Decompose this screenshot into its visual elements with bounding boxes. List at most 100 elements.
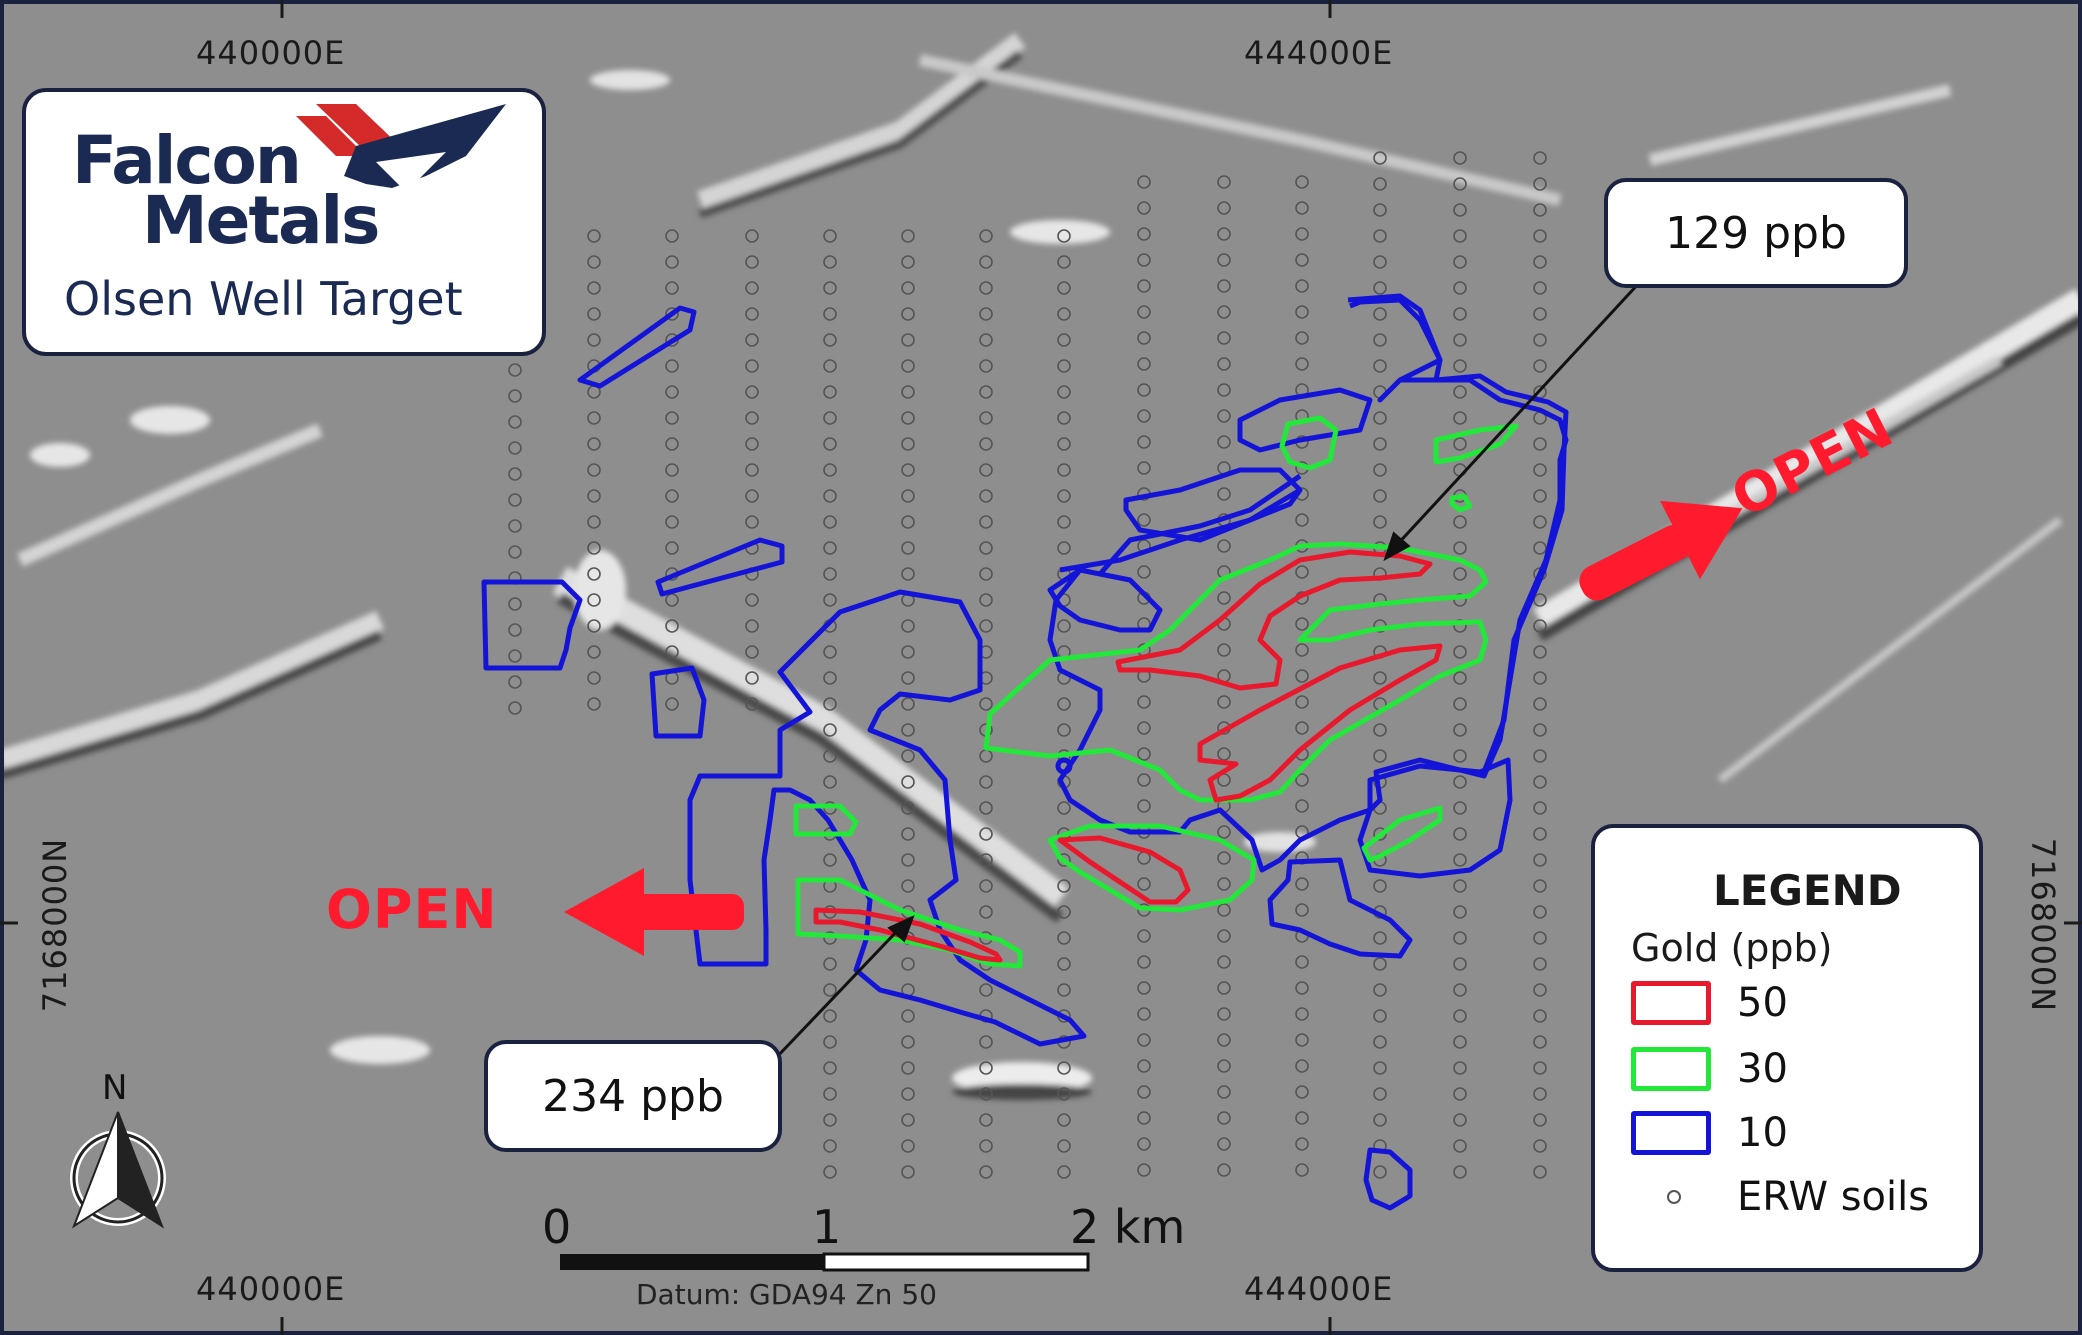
soil-sample-point	[1533, 853, 1547, 867]
soil-sample-point	[665, 255, 679, 269]
soil-sample-point	[1533, 749, 1547, 763]
legend-panel: LEGEND Gold (ppb) 50 30 10 ERW soils	[1591, 824, 1983, 1272]
soil-sample-point	[1137, 331, 1151, 345]
soil-sample-point	[508, 675, 522, 689]
soil-sample-point	[979, 1061, 993, 1075]
soil-sample-point	[1057, 957, 1071, 971]
soil-sample-point	[1533, 1165, 1547, 1179]
soil-sample-point	[1453, 1113, 1467, 1127]
legend-label-30: 30	[1737, 1046, 1788, 1092]
soil-sample-point	[745, 671, 759, 685]
soil-sample-point	[587, 281, 601, 295]
soil-sample-point	[901, 1061, 915, 1075]
soil-sample-point	[587, 437, 601, 451]
soil-sample-point	[1533, 931, 1547, 945]
soil-sample-point	[1057, 515, 1071, 529]
soil-sample-point	[1217, 747, 1231, 761]
legend-label-soils: ERW soils	[1737, 1174, 1930, 1220]
soil-sample-point	[901, 853, 915, 867]
soil-sample-point	[823, 411, 837, 425]
soil-sample-point	[1533, 775, 1547, 789]
soil-sample-point	[1137, 1059, 1151, 1073]
soil-sample-point	[1453, 983, 1467, 997]
soil-sample-point	[1295, 903, 1309, 917]
soil-sample-point	[1217, 825, 1231, 839]
soil-sample-point	[823, 359, 837, 373]
soil-sample-point	[979, 1035, 993, 1049]
soil-sample-point	[979, 385, 993, 399]
contour-30-b	[1433, 423, 1519, 465]
soil-sample-point	[1295, 1059, 1309, 1073]
soil-sample-point	[1217, 175, 1231, 189]
scale-tick-1: 1	[812, 1200, 842, 1254]
soil-sample-point	[587, 567, 601, 581]
soil-sample-point	[1137, 175, 1151, 189]
soil-sample-point	[1453, 203, 1467, 217]
northing-label-left: 7168000N	[36, 837, 75, 1013]
soil-sample-point	[1373, 333, 1387, 347]
soil-sample-point	[1533, 463, 1547, 477]
soil-sample-point	[665, 645, 679, 659]
soil-sample-point	[1373, 463, 1387, 477]
soil-sample-point	[665, 463, 679, 477]
datum-label: Datum: GDA94 Zn 50	[636, 1278, 937, 1311]
callout-234ppb-text: 234 ppb	[542, 1070, 724, 1122]
soil-sample-point	[1373, 1165, 1387, 1179]
soil-sample-point	[1057, 697, 1071, 711]
contour-50-b	[1197, 643, 1443, 803]
soil-sample-point	[1373, 437, 1387, 451]
soil-sample-point	[1533, 1035, 1547, 1049]
soil-sample-point	[901, 1087, 915, 1101]
soil-sample-point	[901, 385, 915, 399]
soil-sample-point	[1373, 255, 1387, 269]
soil-sample-point	[745, 489, 759, 503]
gold-10ppb-contours	[481, 293, 1569, 1211]
soil-sample-point	[1533, 827, 1547, 841]
soil-sample-point	[1057, 1113, 1071, 1127]
soil-sample-point	[1453, 593, 1467, 607]
soil-sample-point	[1453, 177, 1467, 191]
soil-sample-point	[901, 1165, 915, 1179]
soil-sample-point	[1295, 1163, 1309, 1177]
soil-sample-point	[1453, 905, 1467, 919]
soil-sample-point	[823, 1009, 837, 1023]
legend-swatch-50	[1631, 981, 1711, 1025]
soil-sample-point	[1137, 799, 1151, 813]
northing-label-right: 7168000N	[2024, 837, 2063, 1013]
soil-sample-point	[979, 281, 993, 295]
soil-sample-point	[1533, 307, 1547, 321]
soil-sample-point	[1373, 307, 1387, 321]
soil-sample-point	[1533, 905, 1547, 919]
soil-sample-point	[1453, 671, 1467, 685]
target-name: Olsen Well Target	[64, 272, 463, 326]
soil-sample-point	[979, 567, 993, 581]
soil-sample-point	[1137, 305, 1151, 319]
contour-10-d	[649, 665, 707, 739]
soil-sample-point	[1533, 359, 1547, 373]
soil-sample-point	[823, 229, 837, 243]
soil-sample-point	[1373, 203, 1387, 217]
soil-sample-point	[1057, 931, 1071, 945]
gold-10ppb-main	[1349, 297, 1569, 773]
soil-sample-point	[1295, 669, 1309, 683]
soil-sample-point	[587, 515, 601, 529]
soil-sample-point	[1217, 539, 1231, 553]
soil-sample-point	[1217, 383, 1231, 397]
soil-sample-point	[1533, 203, 1547, 217]
soil-sample-point	[1217, 695, 1231, 709]
soil-sample-point	[587, 229, 601, 243]
soil-sample-point	[1295, 513, 1309, 527]
soil-sample-point	[1057, 801, 1071, 815]
soil-sample-point	[823, 1139, 837, 1153]
soil-sample-point	[665, 541, 679, 555]
soil-sample-point	[901, 775, 915, 789]
soil-sample-icon	[1667, 1190, 1681, 1204]
contour-10-h	[1237, 387, 1373, 453]
soil-sample-point	[979, 307, 993, 321]
soil-sample-point	[1137, 747, 1151, 761]
soil-sample-point	[1533, 1061, 1547, 1075]
soil-sample-point	[1057, 723, 1071, 737]
soil-sample-point	[1137, 1033, 1151, 1047]
soil-sample-point	[745, 619, 759, 633]
